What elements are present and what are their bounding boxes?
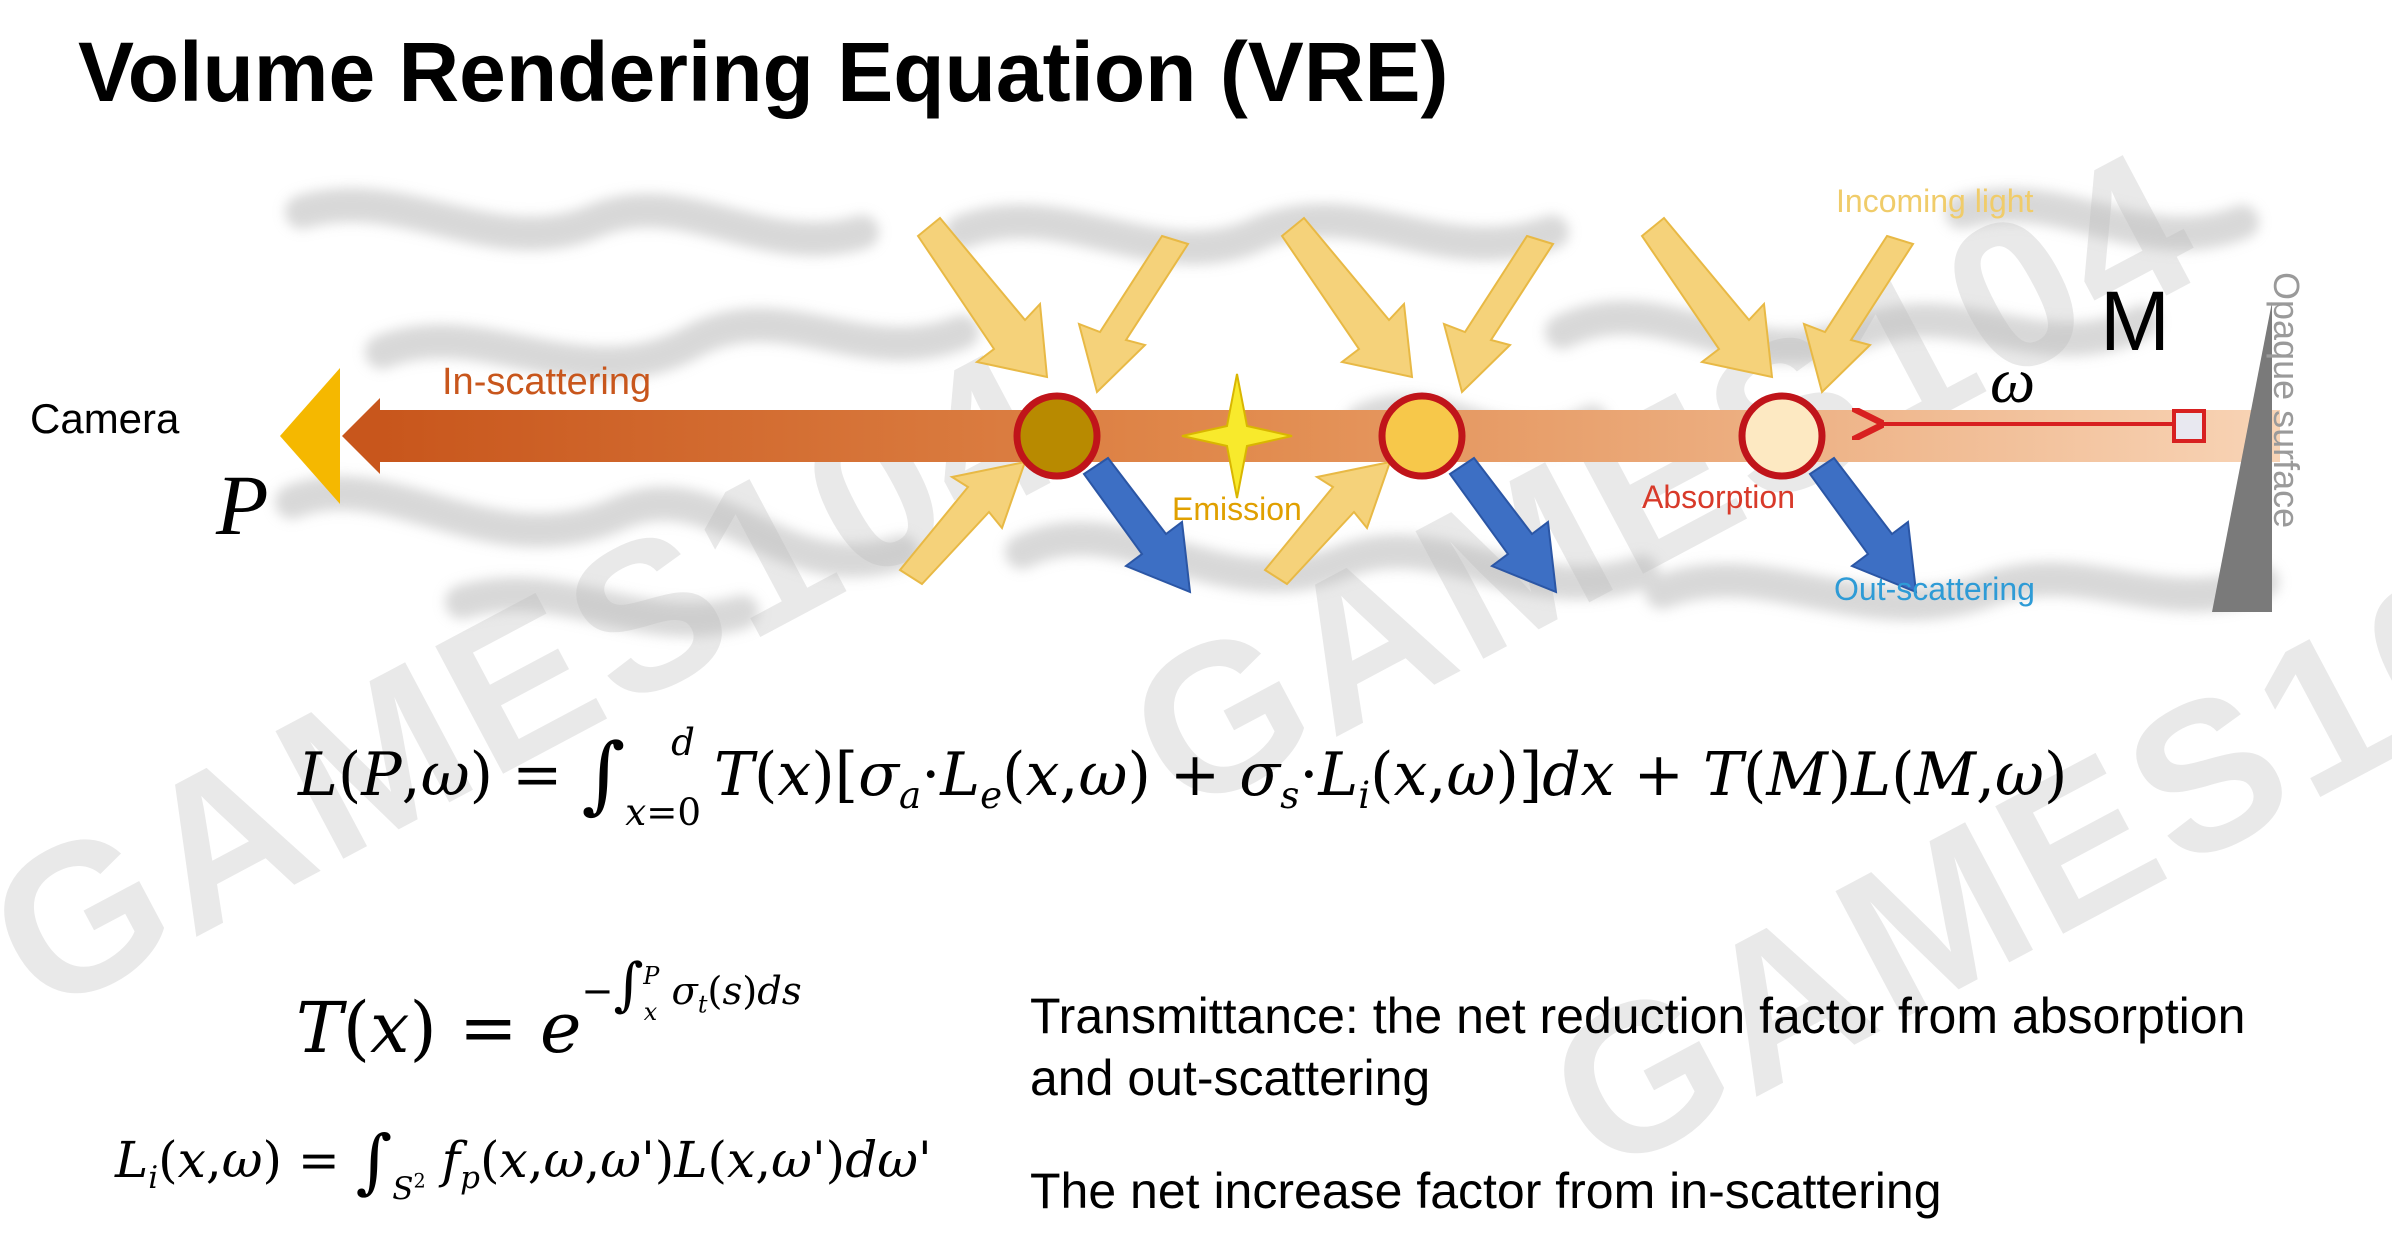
- ray-arrowhead: [342, 398, 380, 474]
- out-scattering-label: Out-scattering: [1834, 571, 2035, 607]
- transmittance-description-line1: Transmittance: the net reduction factor …: [1030, 988, 2246, 1044]
- particle-emission: [1378, 392, 1466, 480]
- camera-label: Camera: [30, 395, 180, 442]
- smoke-background: [275, 188, 2279, 637]
- absorption-label: Absorption: [1642, 479, 1795, 515]
- incoming-light-arrows: [898, 216, 1915, 586]
- page-title: Volume Rendering Equation (VRE): [78, 25, 1449, 119]
- point-p-label: P: [216, 457, 269, 553]
- equation-vre: L(P,ω) = ∫x=0d T(x)[σa·Le(x,ω) + σs·Li(x…: [298, 720, 2068, 834]
- particle-absorption: [1738, 392, 1826, 480]
- emission-star-icon: [1181, 373, 1293, 499]
- in-scattering-description: The net increase factor from in-scatteri…: [1030, 1163, 1942, 1219]
- opaque-surface-label: Opaque surface: [2266, 272, 2307, 528]
- camera-cone: [280, 368, 340, 504]
- opaque-surface-wedge: [2212, 302, 2272, 612]
- emission-label: Emission: [1172, 491, 1302, 527]
- omega-label: ω: [1990, 345, 2035, 416]
- incoming-light-label: Incoming light: [1836, 183, 2034, 219]
- out-scattering-arrows: [1082, 456, 1918, 594]
- equation-in-scattering: Li(x,ω) = ∫S2 fp(x,ω,ω')L(x,ω')dω': [115, 1120, 932, 1207]
- point-m-marker: [2172, 409, 2206, 443]
- point-m-label: M: [2100, 274, 2170, 368]
- transmittance-description-line2: and out-scattering: [1030, 1050, 1431, 1106]
- transmittance-description: Transmittance: the net reduction factor …: [1030, 985, 2245, 1109]
- in-scattering-label: In-scattering: [442, 361, 651, 403]
- vre-diagram-svg: In-scattering Incoming light Emission Ab…: [275, 183, 2307, 637]
- equation-transmittance: T(x) = e−∫xP σt(s)ds: [296, 950, 802, 1069]
- vre-diagram: In-scattering Incoming light Emission Ab…: [262, 172, 2348, 652]
- particle-dark: [1013, 392, 1101, 480]
- light-ray: [380, 410, 2280, 462]
